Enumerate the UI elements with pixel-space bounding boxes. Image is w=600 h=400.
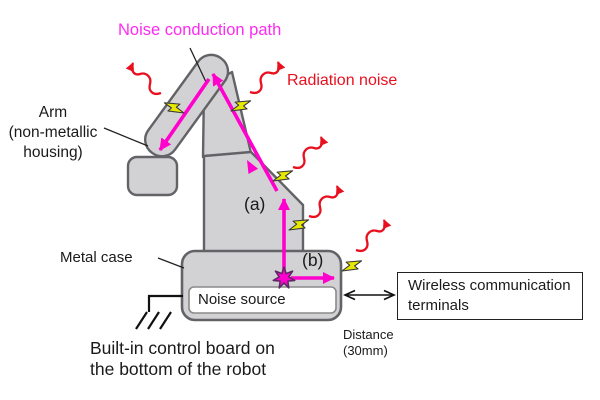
- radiation-wave-icon: [293, 137, 322, 168]
- robot-hand: [126, 155, 179, 197]
- noise-source-label: Noise source: [198, 291, 286, 308]
- noise-source-box: [188, 286, 337, 314]
- lightning-bolt-icon: [339, 253, 365, 279]
- radiation-wave-icon: [309, 186, 338, 217]
- radiation-wave-icon: [356, 220, 385, 251]
- radiation-noise-label: Radiation noise: [287, 72, 398, 89]
- metal-case-label: Metal case: [60, 249, 133, 266]
- conduction-upper-arm: [158, 77, 211, 152]
- ground-symbol-icon: [135, 294, 183, 330]
- built-in-board-label: Built-in control board on the bottom of …: [90, 338, 275, 379]
- arm-label: Arm (non-metallic housing): [8, 104, 98, 161]
- leader-metal-case: [157, 257, 185, 269]
- radiation-wave-icon: [132, 63, 161, 94]
- conduction-mid-arrowhead: [247, 160, 259, 175]
- noise-conduction-path-label: Noise conduction path: [118, 21, 282, 39]
- radiation-wave-icon: [250, 62, 279, 93]
- wireless-terminals-box: Wireless communication terminals: [397, 272, 583, 320]
- conduction-path-arrows: [158, 73, 335, 284]
- noise-source-star-icon: [272, 266, 296, 289]
- leader-arm: [103, 127, 149, 147]
- path-a-label: (a): [244, 194, 266, 214]
- distance-label: Distance (30mm): [343, 327, 394, 358]
- path-b-label: (b): [302, 250, 324, 270]
- leader-noise-conduction: [189, 47, 207, 83]
- conduction-forearm: [211, 73, 279, 192]
